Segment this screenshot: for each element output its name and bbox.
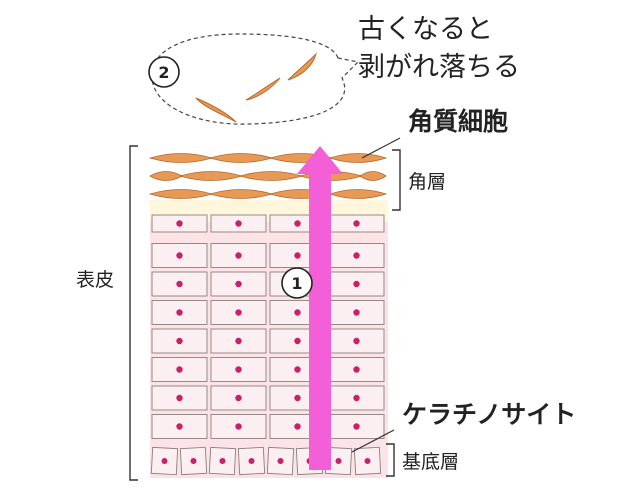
corneocyte-flake bbox=[149, 171, 183, 181]
cell-nucleus bbox=[235, 337, 242, 345]
arrow-head bbox=[297, 146, 343, 174]
cell-nucleus bbox=[235, 280, 242, 288]
step-2-number: 2 bbox=[158, 63, 169, 82]
cell-nucleus bbox=[235, 252, 242, 259]
cell-nucleus bbox=[294, 309, 301, 316]
peeling-bubble bbox=[151, 33, 360, 125]
cell-nucleus bbox=[235, 309, 242, 316]
cell-nucleus bbox=[176, 423, 183, 430]
stratum-corneum-label: 角層 bbox=[408, 171, 446, 193]
cell-nucleus bbox=[353, 337, 360, 345]
keratinocyte-cell bbox=[210, 414, 267, 439]
cell-nucleus bbox=[176, 366, 183, 373]
basal-cell-nucleus bbox=[219, 458, 226, 464]
stratum-corneum-layers bbox=[148, 153, 388, 199]
cell-nucleus bbox=[176, 337, 183, 345]
basal-cell-nucleus bbox=[248, 458, 255, 464]
corneocyte-leader-line bbox=[361, 137, 401, 159]
cell-nucleus bbox=[353, 280, 360, 288]
epidermis-bracket bbox=[129, 145, 138, 481]
cell-nucleus bbox=[294, 366, 301, 373]
peel-caption-line1: 古くなると bbox=[358, 14, 493, 45]
corneocyte-flake bbox=[148, 153, 214, 163]
corneocyte-flake bbox=[208, 189, 274, 199]
corneocyte-flake bbox=[208, 153, 274, 163]
cell-nucleus bbox=[176, 280, 183, 288]
corneocyte-flake bbox=[238, 171, 304, 181]
corneocyte-flake bbox=[178, 171, 244, 181]
corneocyte-label: 角質細胞 bbox=[408, 107, 508, 136]
stratum-corneum-bracket bbox=[392, 149, 401, 211]
keratinocyte-label: ケラチノサイト bbox=[402, 400, 576, 429]
step-2-circle bbox=[148, 56, 180, 88]
cell-nucleus bbox=[176, 220, 183, 227]
cell-nucleus bbox=[294, 394, 301, 402]
cell-nucleus bbox=[353, 252, 360, 259]
basal-layer-bracket bbox=[386, 443, 395, 477]
cell-nucleus bbox=[353, 423, 360, 430]
peeling-flake bbox=[245, 77, 281, 101]
basal-cell-nucleus bbox=[364, 458, 371, 464]
cell-nucleus bbox=[294, 423, 301, 430]
basal-cells bbox=[150, 446, 382, 476]
cell-nucleus bbox=[294, 252, 301, 259]
basal-cell-nucleus bbox=[335, 458, 342, 464]
epidermis-label: 表皮 bbox=[76, 269, 114, 291]
cell-nucleus bbox=[235, 220, 242, 227]
cell-nucleus bbox=[294, 337, 301, 345]
cell-nucleus bbox=[176, 252, 183, 259]
cell-nucleus bbox=[353, 394, 360, 402]
basal-cell-nucleus bbox=[161, 458, 168, 464]
basal-layer-label: 基底層 bbox=[402, 451, 459, 473]
corneocyte-flake bbox=[148, 189, 214, 199]
peeling-flake bbox=[195, 97, 237, 123]
cell-nucleus bbox=[176, 309, 183, 316]
step-1-circle bbox=[281, 267, 313, 299]
corneocyte-flake bbox=[328, 153, 388, 163]
keratinocyte-cell bbox=[151, 357, 208, 382]
cell-nucleus bbox=[353, 220, 360, 227]
cell-nucleus bbox=[294, 220, 301, 227]
cell-nucleus bbox=[353, 309, 360, 316]
corneocyte-flake bbox=[328, 189, 388, 199]
cell-nucleus bbox=[235, 423, 242, 430]
basal-cell-nucleus bbox=[190, 458, 197, 464]
cell-nucleus bbox=[176, 394, 183, 402]
basal-cell-nucleus bbox=[277, 458, 284, 464]
keratinocyte-leader-line bbox=[351, 429, 395, 453]
cell-nucleus bbox=[353, 366, 360, 373]
peel-caption-line2: 剥がれ落ちる bbox=[358, 52, 520, 83]
cell-nucleus bbox=[235, 394, 242, 402]
peeling-flake bbox=[287, 52, 318, 81]
arrow-shaft bbox=[309, 172, 331, 470]
step-1-number: 1 bbox=[291, 274, 302, 293]
corneocyte-flake bbox=[359, 171, 387, 181]
cell-nucleus bbox=[235, 366, 242, 373]
